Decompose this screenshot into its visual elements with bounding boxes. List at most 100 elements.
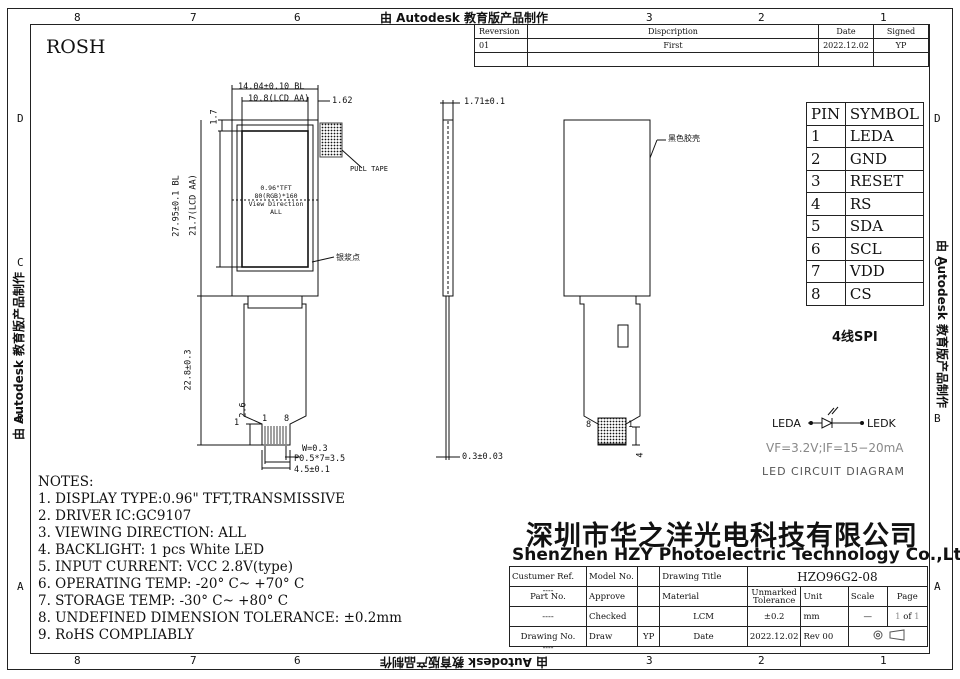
dim-fpc-length: 22.8±0.3 — [183, 349, 194, 391]
zone-top-6: 6 — [294, 11, 301, 24]
note-item: 3. VIEWING DIRECTION: ALL — [38, 525, 246, 541]
zone-top-3: 3 — [646, 11, 653, 24]
zone-right-d: D — [934, 112, 941, 125]
dim-fpc-pin-height: 2.6 — [238, 402, 249, 418]
material-value: LCM — [659, 606, 748, 627]
lcd-outline — [236, 124, 314, 272]
zone-left-c: C — [17, 256, 24, 269]
dim-active-height: 21.7(LCD AA) — [188, 174, 199, 236]
checked-label: Checked — [586, 606, 638, 627]
zone-top-1: 1 — [880, 11, 887, 24]
pin-header-symbol: SYMBOL — [844, 102, 925, 126]
zone-bottom-7: 7 — [190, 654, 197, 667]
pull-tape-label: PULL TAPE — [350, 165, 388, 173]
interface-label: 4线SPI — [832, 330, 878, 345]
pin-header-pin: PIN — [806, 102, 846, 126]
drawing-border-outer — [7, 8, 953, 670]
dim-pin-pitch: P0.5*7=3.5 — [294, 454, 346, 464]
silver-dot-label: 银浆点 — [336, 253, 360, 262]
dim-pin-width: W=0.3 — [302, 444, 328, 454]
fpc-pin-1-label: 1 — [262, 414, 268, 424]
model-no-label: Model No. — [586, 566, 638, 587]
dim-fpc-bottom: 1 — [234, 418, 240, 428]
dim-thickness: 1.71±0.1 — [464, 97, 505, 107]
customer-ref-label: Custumer Ref. — [509, 566, 587, 587]
rear-contacts — [597, 417, 627, 445]
scale-value: — — [847, 606, 888, 627]
led-circuit-title: LED CIRCUIT DIAGRAM — [762, 465, 906, 478]
led-spec-label: VF=3.2V;IF=15−20mA — [766, 441, 904, 455]
company-name-en: ShenZhen HZY Photoelectric Technology Co… — [512, 545, 960, 565]
led-cathode-label: LEDK — [867, 417, 896, 430]
page-number: 1 of 1 — [886, 606, 929, 627]
date-label: Date — [659, 626, 748, 647]
rear-pin-1-label: 1 — [628, 420, 634, 430]
zone-right-c: C — [934, 256, 941, 269]
drawing-title-label: Drawing Title — [659, 566, 748, 587]
dim-fpc-width: 4.5±0.1 — [294, 465, 330, 475]
draw-by: YP — [636, 626, 661, 647]
brand-logo-text: ROSH — [46, 36, 106, 58]
material-label: Material — [659, 586, 748, 607]
autodesk-stamp-top: 由 Autodesk 教育版产品制作 — [380, 11, 549, 25]
pull-tape — [319, 122, 343, 158]
note-item: 5. INPUT CURRENT: VCC 2.8V(type) — [38, 559, 294, 575]
scale-label: Scale — [847, 586, 888, 607]
zone-bottom-2: 2 — [758, 654, 765, 667]
zone-top-2: 2 — [758, 11, 765, 24]
drawing-no-value: ---- — [542, 643, 554, 652]
revision-table: Reversion Dispcription Date Signed 01 Fi… — [474, 24, 929, 67]
note-item: 8. UNDEFINED DIMENSION TOLERANCE: ±0.2mm — [38, 610, 402, 626]
zone-bottom-8: 8 — [74, 654, 81, 667]
tolerance-value: ±0.2 — [746, 606, 802, 627]
fpc-stiffener — [247, 295, 303, 309]
dim-top-margin: 1.7 — [209, 109, 220, 125]
projection-symbol-icon — [847, 626, 929, 647]
dim-fpc-thickness: 0.3±0.03 — [462, 452, 503, 462]
zone-left-d: D — [17, 112, 24, 125]
note-item: 7. STORAGE TEMP: -30° C~ +80° C — [38, 593, 289, 609]
notes-title: NOTES: — [38, 474, 94, 490]
dim-right-margin: 1.62 — [332, 96, 353, 106]
customer-ref-value: ---- — [542, 586, 554, 595]
zone-right-b: B — [934, 412, 941, 425]
rear-dim-bottom: 4 — [635, 452, 646, 458]
zone-top-7: 7 — [190, 11, 197, 24]
zone-right-a: A — [934, 580, 941, 593]
approve-label: Approve — [586, 586, 638, 607]
draw-label: Draw — [586, 626, 638, 647]
rear-view-body — [563, 119, 651, 297]
side-view-body — [442, 119, 454, 297]
note-item: 4. BACKLIGHT: 1 pcs White LED — [38, 542, 265, 558]
part-no-value: ---- — [509, 606, 587, 627]
black-glue-label: 黑色胶壳 — [668, 134, 700, 143]
note-item: 9. RoHS COMPLIABLY — [38, 627, 195, 643]
company-name-cn: 深圳市华之洋光电科技有限公司 — [526, 521, 918, 552]
note-item: 1. DISPLAY TYPE:0.96" TFT,TRANSMISSIVE — [38, 491, 346, 507]
rev-label: Rev 00 — [800, 626, 849, 647]
led-anode-label: LEDA — [772, 417, 801, 430]
unmarked-tolerance-label: Unmarked Tolerance — [746, 586, 802, 607]
note-item: 6. OPERATING TEMP: -20° C~ +70° C — [38, 576, 305, 592]
zone-bottom-3: 3 — [646, 654, 653, 667]
unit-label: Unit — [800, 586, 849, 607]
dim-outline-height: 27.95±0.1 BL — [171, 175, 182, 237]
drawing-title: HZO96G2-08 — [746, 566, 929, 587]
zone-top-8: 8 — [74, 11, 81, 24]
note-item: 2. DRIVER IC:GC9107 — [38, 508, 192, 524]
fpc-pin-8-label: 8 — [284, 414, 290, 424]
rear-pin-8-label: 8 — [586, 420, 592, 430]
active-area — [241, 130, 309, 268]
zone-bottom-1: 1 — [880, 654, 887, 667]
lcd-spec-label: 0.96"TFT 80(RGB)*160 View Direction ALL — [248, 184, 304, 216]
zone-left-b: B — [17, 412, 24, 425]
